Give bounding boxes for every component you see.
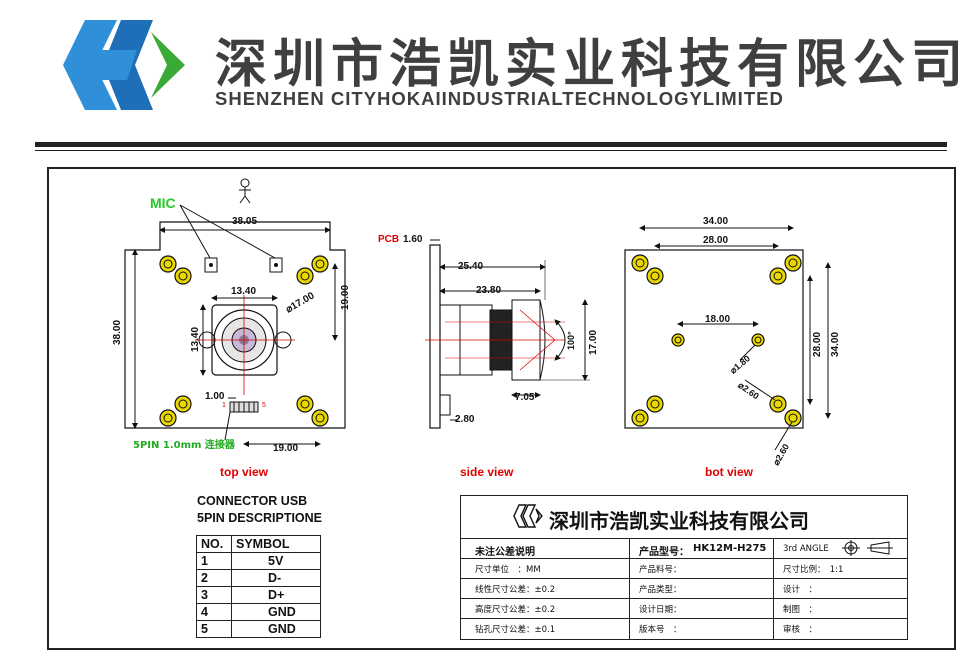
title-block-header: 深圳市浩凯实业科技有限公司: [461, 496, 907, 539]
tolerance-title: 未注公差说明: [475, 547, 535, 558]
side-view-label: side view: [460, 465, 514, 479]
scale-label: 尺寸比例： 1:1: [783, 565, 844, 575]
pin-no: 2: [196, 569, 232, 587]
pin-no: 1: [196, 552, 232, 570]
dim-side-height: 17.00: [588, 329, 599, 355]
pin-symbol: 5V: [231, 552, 321, 570]
angle-label: 3rd ANGLE: [783, 544, 829, 554]
mic-label: MIC: [150, 195, 176, 211]
dim-lens-height: 13.40: [190, 326, 201, 352]
review-label: 审核 ：: [783, 625, 818, 635]
side-view: [425, 239, 590, 429]
dim-connector-offset: 1.00: [205, 391, 225, 402]
dim-top-hole-v: 19.00: [340, 284, 351, 310]
dim-connector-depth: 2.80: [455, 414, 475, 425]
pin-first-label: 1: [222, 402, 226, 409]
pin-no: 4: [196, 603, 232, 621]
pin-no: 5: [196, 620, 232, 638]
header-rule-thick: [35, 142, 947, 147]
company-name-cn: 深圳市浩凯实业科技有限公司: [215, 35, 970, 95]
pin-last-label: 5: [262, 402, 266, 409]
third-angle-projection-icon: [842, 540, 893, 556]
pcb-label: PCB: [378, 234, 400, 245]
dim-pcb: 1.60: [403, 234, 423, 245]
pin-symbol: D+: [231, 586, 321, 604]
design-label: 设计 ：: [783, 585, 818, 595]
dim-bot-outer-height: 34.00: [830, 331, 841, 357]
connector-label: 5PIN 1.0mm 连接器: [133, 440, 235, 451]
hole-tolerance: 钻孔尺寸公差：±0.1: [475, 625, 556, 635]
unit-label: 尺寸单位 ：MM: [475, 565, 541, 575]
dim-bot-center-width: 18.00: [705, 314, 731, 325]
top-view-label: top view: [220, 465, 269, 479]
pin-col-symbol: SYMBOL: [231, 535, 321, 553]
hk-logo-small-icon: [513, 504, 543, 528]
pin-symbol: GND: [231, 603, 321, 621]
dim-connector-x: 19.00: [273, 443, 299, 454]
model-value: HK12M-H275: [693, 543, 767, 554]
model-label: 产品型号：: [639, 547, 689, 558]
part-no-label: 产品料号：: [639, 565, 682, 575]
dim-top-height: 38.00: [112, 319, 123, 345]
dim-front: 7.05: [515, 392, 535, 403]
connector-title-line1: CONNECTOR USB: [197, 494, 308, 508]
pin-symbol: GND: [231, 620, 321, 638]
dim-bot-inner-height: 28.00: [812, 331, 823, 357]
company-name-en: SHENZHEN CITYHOKAIINDUSTRIALTECHNOLOGYLI…: [215, 88, 784, 109]
drawing-label: 制图 ：: [783, 605, 818, 615]
dim-lens-length: 23.80: [476, 285, 502, 296]
dim-bot-outer-width: 34.00: [703, 216, 729, 227]
pin-no: 3: [196, 586, 232, 604]
person-icon: [239, 178, 251, 204]
dim-lens-width: 13.40: [231, 286, 257, 297]
pin-table-header: NO. SYMBOL: [196, 535, 321, 553]
pin-col-no: NO.: [196, 535, 232, 553]
title-block-title: 深圳市浩凯实业科技有限公司: [549, 509, 809, 533]
dim-total-length: 25.40: [458, 261, 484, 272]
connector-title: CONNECTOR USB 5PIN DESCRIPTIONE: [197, 493, 322, 527]
version-label: 版本号 ：: [639, 625, 682, 635]
design-date-label: 设计日期：: [639, 605, 682, 615]
hk-logo-icon: [63, 20, 185, 110]
mounting-holes: [159, 255, 329, 427]
product-type-label: 产品类型：: [639, 585, 682, 595]
dim-bot-inner-width: 28.00: [703, 235, 729, 246]
drawing-frame: [47, 167, 956, 650]
bot-view: [624, 225, 831, 451]
linear-tolerance: 线性尺寸公差：±0.2: [475, 585, 556, 595]
height-tolerance: 高度尺寸公差：±0.2: [475, 605, 556, 615]
dim-angle: 100°: [566, 331, 576, 350]
pin-symbol: D-: [231, 569, 321, 587]
header-rule-thin: [35, 150, 947, 151]
title-block: 深圳市浩凯实业科技有限公司 未注公差说明 产品型号： HK12M-H275 3r…: [460, 495, 908, 640]
bot-view-label: bot view: [705, 465, 754, 479]
dim-top-width: 38.05: [232, 216, 258, 227]
connector-title-line2: 5PIN DESCRIPTIONE: [197, 511, 323, 525]
top-view: [124, 178, 346, 447]
